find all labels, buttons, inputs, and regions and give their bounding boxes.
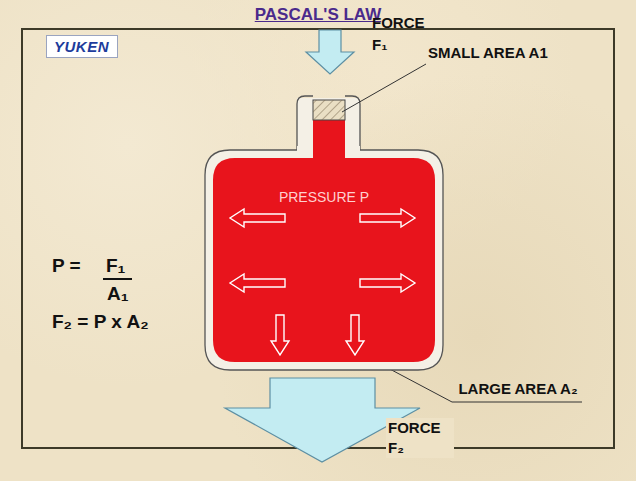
vessel-label: PRESSURE P (275, 186, 373, 208)
formula: F₁ (106, 254, 125, 278)
formula: A₁ (107, 282, 129, 306)
force-arrow-in (306, 30, 354, 74)
leader-line (342, 64, 426, 112)
formula: P = (52, 254, 81, 278)
vessel-body: PRESSURE P (205, 150, 443, 370)
pressure-arrow (230, 274, 285, 292)
vessel-outline (205, 150, 443, 370)
title: PASCAL'S LAW (0, 5, 636, 25)
piston (313, 100, 345, 120)
piston-hatching (313, 100, 345, 120)
area-label: LARGE AREA A₂ (452, 376, 584, 402)
formula: F₂ = P x A₂ (52, 310, 149, 334)
force-label: FORCE F₁ (372, 12, 436, 56)
fluid (213, 146, 435, 362)
pressure-arrow (230, 209, 285, 227)
pressure-arrow (346, 315, 364, 355)
area-label: SMALL AREA A1 (428, 42, 548, 64)
fraction-bar (103, 278, 132, 280)
logo-box: YUKEN (46, 35, 118, 58)
logo-text: YUKEN (54, 38, 110, 55)
force-label: FORCE F₂ (386, 418, 454, 458)
pressure-arrow (360, 274, 415, 292)
pressure-arrow (360, 209, 415, 227)
pressure-arrow (271, 315, 289, 355)
